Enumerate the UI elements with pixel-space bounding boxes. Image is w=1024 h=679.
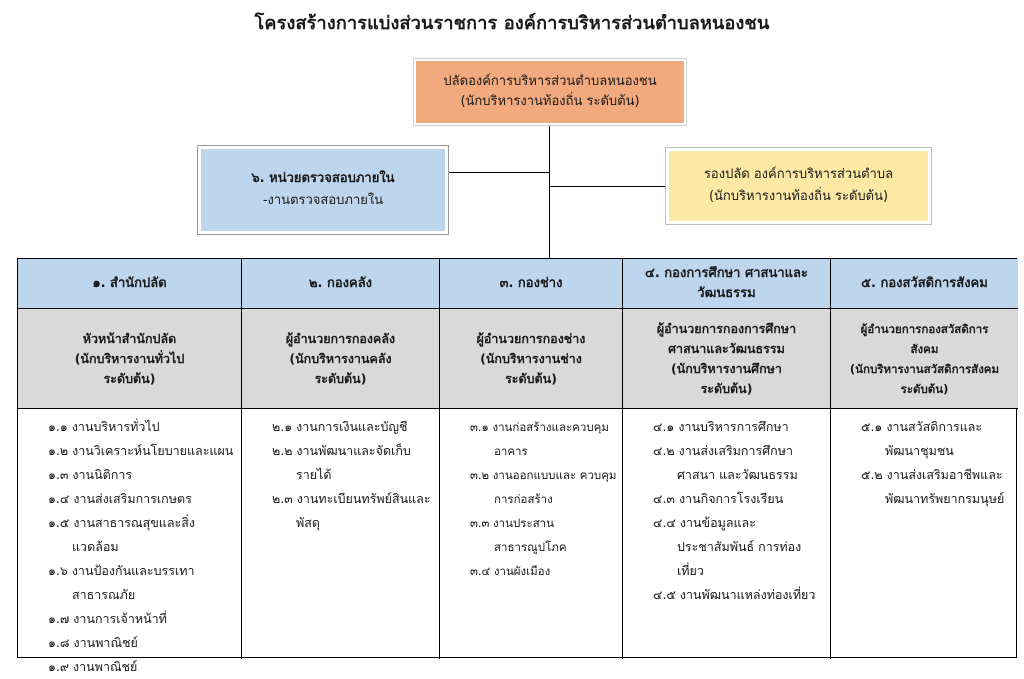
dept-head-line: ระดับต้น) [700,380,753,396]
dept-items-5: ๕.๑ งานสวัสดิการและ พัฒนาชุมชน ๕.๒ งานส่… [831,409,1018,659]
list-item: ๔.๕ งานพัฒนาแหล่งท่องเที่ยว [653,587,816,602]
deputy-administrator-box: รองปลัด องค์การบริหารส่วนตำบล (นักบริหาร… [665,147,932,225]
list-item: ๔.๓ งานกิจการโรงเรียน [653,491,784,506]
list-item: ๑.๗ งานการเจ้าหน้าที่ [48,611,167,626]
dept-items-3: ๓.๑ งานก่อสร้างและควบคุม อาคาร ๓.๒ งานออ… [440,409,623,659]
dept-head-line: ระดับต้น) [103,370,156,386]
list-item: ๓.๔ งานผังเมือง [470,564,551,578]
list-item: ๔.๑ งานบริหารการศึกษา [653,419,789,434]
dept-head-line: หัวหน้าสำนักปลัด [82,330,177,346]
dept-head-line: (นักบริหารงานสวัสดิการสังคม [849,361,1000,376]
list-item: ๑.๑ งานบริหารทั่วไป [48,419,160,434]
dept-head-5: ผู้อำนวยการกองสวัสดิการ สังคม (นักบริหาร… [831,309,1018,409]
deputy-title: รองปลัด องค์การบริหารส่วนตำบล [703,167,894,182]
dept-header-1: ๑. สำนักปลัด [18,259,242,309]
dept-head-line: (นักบริหารงานศึกษา [671,360,782,376]
dept-head-line: (นักบริหารงานช่าง [480,350,582,366]
list-item: ๑.๖ งานป้องกันและบรรเทา สาธารณภัย [48,563,195,602]
list-item: ๔.๔ งานข้อมูลและประชาสัมพันธ์ การท่องเที… [653,515,802,578]
chart-title: โครงสร้างการแบ่งส่วนราชการ องค์การบริหาร… [254,13,770,34]
dept-header-5: ๕. กองสวัสดิการสังคม [831,259,1018,309]
dept-head-line: ผู้อำนวยการกองคลัง [285,330,396,346]
dept-head-3: ผู้อำนวยการกองช่าง (นักบริหารงานช่าง ระด… [440,309,623,409]
list-item: ๒.๓ งานทะเบียนทรัพย์สินและ พัสดุ [272,491,431,530]
dept-head-line: (นักบริหารงานทั่วไป [74,350,185,366]
list-item: ๑.๒ งานวิเคราะห์นโยบายและแผน [48,443,234,458]
dept-head-1: หัวหน้าสำนักปลัด (นักบริหารงานทั่วไป ระด… [18,309,242,409]
dept-items-2: ๒.๑ งานการเงินและบัญชี ๒.๒ งานพัฒนาและจั… [242,409,440,659]
internal-audit-box: ๖. หน่วยตรวจสอบภายใน -งานตรวจสอบภายใน [197,145,449,235]
list-item: ๓.๑ งานก่อสร้างและควบคุม อาคาร [470,420,609,458]
list-item: ๕.๑ งานสวัสดิการและ พัฒนาชุมชน [861,419,983,458]
list-item: ๑.๙ งานพาณิชย์ [48,659,138,674]
connector-main-vertical [549,125,550,258]
audit-item: -งานตรวจสอบภายใน [262,193,384,208]
dept-head-line: สังคม [910,341,939,356]
dept-head-line: ผู้อำนวยการกองการศึกษา [656,320,797,336]
chief-administrator-box: ปลัดองค์การบริหารส่วนตำบลหนองชน (นักบริห… [413,58,687,126]
list-item: ๑.๕ งานสาธารณสุขและสิ่งแวดล้อม [48,515,195,554]
dept-header-2: ๒. กองคลัง [242,259,440,309]
list-item: ๑.๔ งานส่งเสริมการเกษตร [48,491,192,506]
list-item: ๒.๑ งานการเงินและบัญชี [272,419,408,434]
dept-head-line: ระดับต้น) [900,381,949,396]
list-item: ๓.๓ งานประสาน สาธารณูปโภค [470,516,567,554]
list-item: ๔.๒ งานส่งเสริมการศึกษาศาสนา และวัฒนธรรม [653,443,798,482]
list-item: ๑.๓ งานนิติการ [48,467,133,482]
dept-head-line: (นักบริหารงานคลัง [289,350,392,366]
dept-head-4: ผู้อำนวยการกองการศึกษา ศาสนาและวัฒนธรรม … [623,309,831,409]
dept-header-4: ๔. กองการศึกษา ศาสนาและ วัฒนธรรม [623,259,831,309]
audit-heading: ๖. หน่วยตรวจสอบภายใน [251,171,395,186]
dept-head-line: ศาสนาและวัฒนธรรม [668,340,785,356]
dept-items-1: ๑.๑ งานบริหารทั่วไป ๑.๒ งานวิเคราะห์นโยบ… [18,409,242,674]
dept-head-line: ระดับต้น) [314,370,367,386]
connector-audit [448,172,549,173]
list-item: ๕.๒ งานส่งเสริมอาชีพและ พัฒนาทรัพยากรมนุ… [861,467,1005,506]
list-item: ๑.๘ งานพาณิชย์ [48,635,138,650]
dept-head-line: ผู้อำนวยการกองช่าง [476,330,586,346]
dept-head-line: ผู้อำนวยการกองสวัสดิการ [860,321,989,336]
chief-level: (นักบริหารงานท้องถิ่น ระดับต้น) [460,94,640,109]
dept-header-3: ๓. กองช่าง [440,259,623,309]
list-item: ๓.๒ งานออกแบบและ ควบคุมการก่อสร้าง [470,468,617,506]
department-table: ๑. สำนักปลัด ๒. กองคลัง ๓. กองช่าง ๔. กอ… [17,258,1018,674]
dept-items-4: ๔.๑ งานบริหารการศึกษา ๔.๒ งานส่งเสริมการ… [623,409,831,659]
dept-head-line: ระดับต้น) [505,370,557,386]
deputy-level: (นักบริหารงานท้องถิ่น ระดับต้น) [708,189,889,204]
chief-title: ปลัดองค์การบริหารส่วนตำบลหนองชน [443,74,657,89]
dept-head-2: ผู้อำนวยการกองคลัง (นักบริหารงานคลัง ระด… [242,309,440,409]
connector-deputy [549,186,666,187]
list-item: ๒.๒ งานพัฒนาและจัดเก็บ รายได้ [272,443,411,482]
